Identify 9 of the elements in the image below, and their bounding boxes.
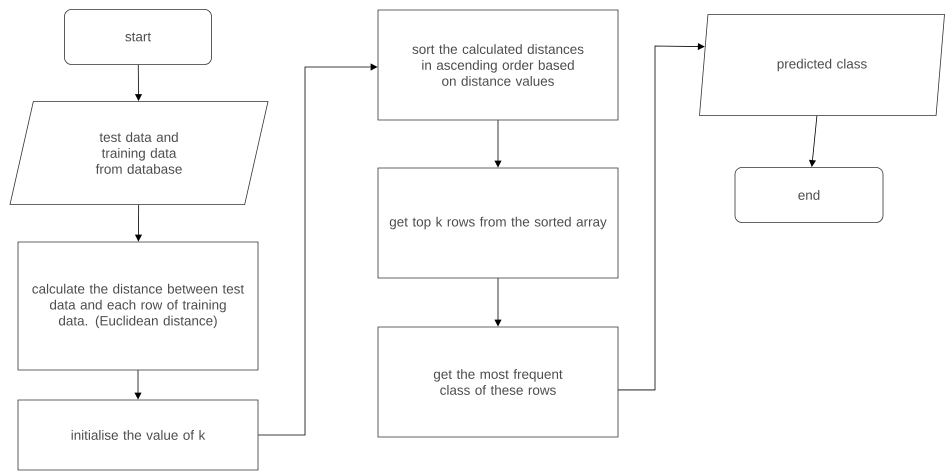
terminal-box: start [64, 9, 212, 65]
process-box: initialise the value of k [18, 400, 258, 470]
terminal-box: end [734, 167, 884, 223]
process-box: calculate the distance between test data and each row of training data. (Euclidean distance) [18, 242, 258, 370]
process-box: get the most frequent class of these rows [378, 326, 618, 438]
data-parallelogram: test data and training data from database [10, 101, 268, 205]
data-parallelogram: predicted class [699, 14, 945, 116]
process-box: get top k rows from the sorted array [378, 168, 618, 278]
process-box: sort the calculated distances in ascending order based on distance values [378, 10, 618, 120]
